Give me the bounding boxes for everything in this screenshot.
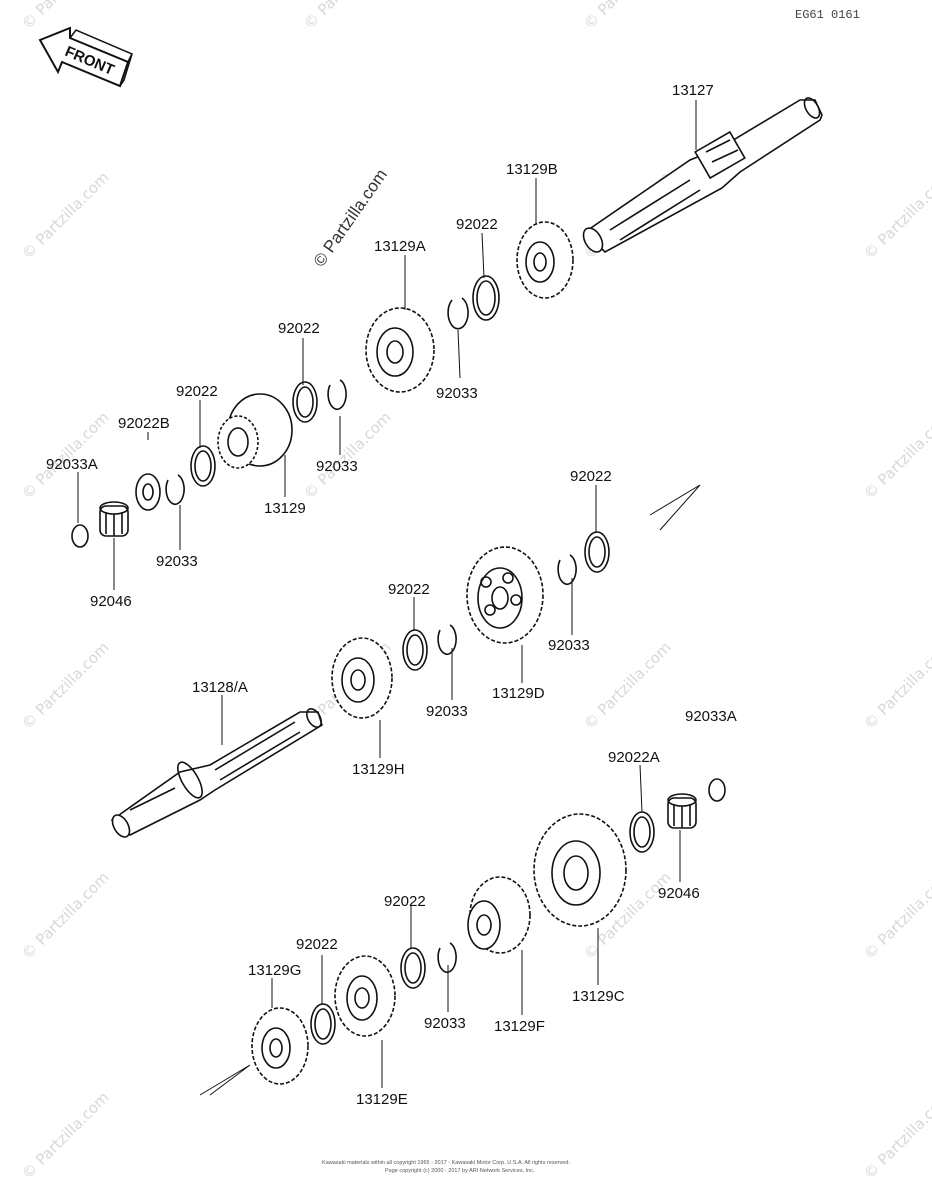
washer-92022-mid xyxy=(402,629,428,671)
watermark: © Partzilla.com xyxy=(580,0,675,33)
watermark: © Partzilla.com xyxy=(18,168,113,263)
label-13129G[interactable]: 13129G xyxy=(248,962,301,979)
circlip-92033-e xyxy=(557,554,577,585)
gear-13129D xyxy=(466,546,544,644)
circlip-92033A-bot xyxy=(708,778,726,802)
label-13128A[interactable]: 13128/A xyxy=(192,679,248,696)
washer-92022A xyxy=(629,811,655,853)
watermark: © Partzilla.com xyxy=(860,1088,932,1183)
watermark: © Partzilla.com xyxy=(860,168,932,263)
alignment-lines xyxy=(199,484,701,1096)
bearing-92046-bot xyxy=(667,793,697,829)
watermark: © Partzilla.com xyxy=(580,638,675,733)
circlip-92033-f xyxy=(437,942,457,973)
footer-copyright-line2: Page copyright (c) 2000 - 2017 by ARI Ne… xyxy=(385,1168,535,1174)
shaft-13127 xyxy=(582,97,823,253)
gear-13129E xyxy=(334,955,396,1037)
label-13129A[interactable]: 13129A xyxy=(374,238,426,255)
watermark: © Partzilla.com xyxy=(860,408,932,503)
front-arrow-icon: FRONT xyxy=(38,26,134,88)
label-92033A[interactable]: 92033A xyxy=(46,456,98,473)
label-92046[interactable]: 92046 xyxy=(658,885,700,902)
shaft-13128A xyxy=(110,708,323,838)
washer-92022-d xyxy=(400,947,426,989)
gear-13129H xyxy=(331,637,393,719)
diagram-code: EG61 0161 xyxy=(795,8,860,22)
label-13129[interactable]: 13129 xyxy=(264,500,306,517)
circlip-92033-c xyxy=(165,474,185,505)
label-92022A[interactable]: 92022A xyxy=(608,749,660,766)
footer-copyright-line1: Kawasaki materials within all copyright … xyxy=(322,1160,570,1166)
bearing-92046-top xyxy=(99,501,129,537)
gear-13129B xyxy=(516,221,574,299)
circlip-92033A-top xyxy=(71,524,89,548)
circlip-92033-d xyxy=(437,624,457,655)
label-13129B[interactable]: 13129B xyxy=(506,161,558,178)
washer-92022-mid2 xyxy=(584,531,610,573)
leader-lines xyxy=(77,100,697,1088)
label-92022[interactable]: 92022 xyxy=(456,216,498,233)
gear-13129G xyxy=(251,1007,309,1085)
washer-92022-top xyxy=(472,275,500,321)
label-92022B[interactable]: 92022B xyxy=(118,415,170,432)
gear-13129 xyxy=(217,393,293,469)
label-92033[interactable]: 92033 xyxy=(316,458,358,475)
label-92033[interactable]: 92033 xyxy=(548,637,590,654)
label-13127[interactable]: 13127 xyxy=(672,82,714,99)
label-13129C[interactable]: 13129C xyxy=(572,988,625,1005)
washer-92022-b xyxy=(292,381,318,423)
watermark: © Partzilla.com xyxy=(300,0,395,33)
washer-92022-c xyxy=(190,445,216,487)
label-92033[interactable]: 92033 xyxy=(156,553,198,570)
gear-13129C xyxy=(533,813,627,927)
circlip-92033-b xyxy=(327,379,347,410)
label-92033A[interactable]: 92033A xyxy=(685,708,737,725)
label-92033[interactable]: 92033 xyxy=(436,385,478,402)
circlip-92033-a xyxy=(447,297,469,330)
gear-13129F xyxy=(467,876,531,954)
label-92022[interactable]: 92022 xyxy=(278,320,320,337)
watermark: © Partzilla.com xyxy=(18,0,113,33)
watermark: © Partzilla.com xyxy=(18,868,113,963)
gear-13129A xyxy=(365,307,435,393)
watermark: © Partzilla.com xyxy=(860,868,932,963)
watermark: © Partzilla.com xyxy=(18,1088,113,1183)
washer-92022-e xyxy=(310,1003,336,1045)
washer-92022B xyxy=(135,473,161,511)
label-92022[interactable]: 92022 xyxy=(388,581,430,598)
label-92046[interactable]: 92046 xyxy=(90,593,132,610)
label-13129E[interactable]: 13129E xyxy=(356,1091,408,1108)
label-13129F[interactable]: 13129F xyxy=(494,1018,545,1035)
watermark: © Partzilla.com xyxy=(300,408,395,503)
label-13129D[interactable]: 13129D xyxy=(492,685,545,702)
label-92022[interactable]: 92022 xyxy=(296,936,338,953)
label-92033[interactable]: 92033 xyxy=(426,703,468,720)
label-92022[interactable]: 92022 xyxy=(384,893,426,910)
label-92033[interactable]: 92033 xyxy=(424,1015,466,1032)
label-92022[interactable]: 92022 xyxy=(176,383,218,400)
part-labels: 13127 13129B 92022 13129A 92022 92033 92… xyxy=(46,82,737,1108)
label-13129H[interactable]: 13129H xyxy=(352,761,405,778)
watermark: © Partzilla.com xyxy=(18,638,113,733)
watermark: © Partzilla.com xyxy=(860,638,932,733)
label-92022[interactable]: 92022 xyxy=(570,468,612,485)
